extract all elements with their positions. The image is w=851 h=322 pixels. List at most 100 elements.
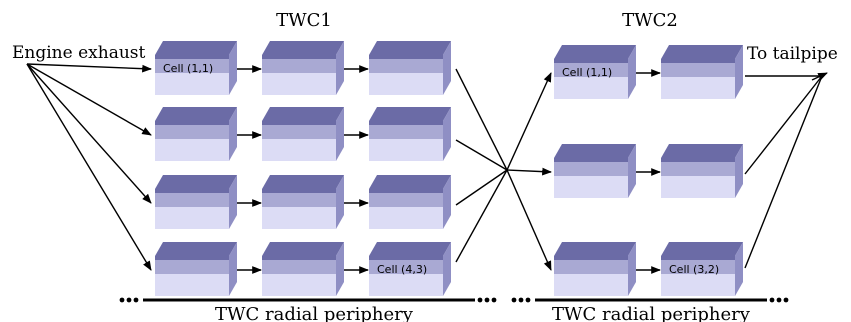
cell-front-edge bbox=[661, 158, 735, 162]
cell-top-face bbox=[554, 242, 636, 256]
to-tailpipe-label: To tailpipe bbox=[747, 44, 838, 64]
twc1-periphery-dot bbox=[477, 297, 483, 303]
cell-top-face bbox=[369, 107, 451, 121]
twc1-periphery-dot bbox=[119, 297, 125, 303]
twc2-periphery-dot bbox=[511, 297, 517, 303]
cell-side-face bbox=[336, 242, 344, 296]
twc2-cell-r3-c2: Cell (3,2) bbox=[661, 242, 743, 296]
cell-front-lower bbox=[369, 139, 443, 161]
twc1-periphery-dot bbox=[126, 297, 132, 303]
cell-front-edge bbox=[554, 59, 628, 63]
cell-front-edge bbox=[155, 55, 229, 59]
cell-front-edge bbox=[155, 189, 229, 193]
cell-front-upper bbox=[262, 189, 336, 207]
cell-label: Cell (3,2) bbox=[669, 263, 719, 276]
cell-front-upper bbox=[155, 256, 229, 274]
twc1-periphery-label: TWC radial periphery bbox=[215, 304, 414, 322]
engine-exhaust-label: Engine exhaust bbox=[12, 43, 145, 63]
twc1-cell-r4-c2 bbox=[262, 242, 344, 296]
twc1-merge-line-row4 bbox=[455, 169, 508, 263]
cell-top-face bbox=[661, 242, 743, 256]
twc2-periphery: TWC radial periphery bbox=[511, 297, 789, 322]
cell-front-upper bbox=[155, 55, 229, 73]
cell-top-face bbox=[262, 242, 344, 256]
cell-top-face bbox=[661, 144, 743, 158]
cell-front-edge bbox=[155, 256, 229, 260]
cell-side-face bbox=[229, 41, 237, 95]
inlet-arrow-row3 bbox=[26, 63, 152, 204]
cell-front-upper bbox=[554, 256, 628, 274]
cell-top-face bbox=[155, 107, 237, 121]
cell-front-lower bbox=[262, 139, 336, 161]
cell-grid: Cell (1,1) Cell (4,3) Cell (1,1) Cell (3,2) bbox=[155, 41, 743, 296]
cell-front-edge bbox=[369, 189, 443, 193]
cell-front-upper bbox=[262, 256, 336, 274]
twc1-cell-r2-c1 bbox=[155, 107, 237, 161]
twc1-cell-r4-c3: Cell (4,3) bbox=[369, 242, 451, 296]
cell-front-lower bbox=[155, 274, 229, 296]
inlet-arrow-row4 bbox=[26, 63, 152, 271]
cell-top-face bbox=[262, 107, 344, 121]
cell-front-edge bbox=[369, 55, 443, 59]
cell-top-face bbox=[369, 41, 451, 55]
cell-front-upper bbox=[369, 189, 443, 207]
cell-front-lower bbox=[554, 274, 628, 296]
inlet-arrow-row2 bbox=[26, 63, 152, 136]
cell-front-edge bbox=[369, 121, 443, 125]
cell-front-upper bbox=[369, 256, 443, 274]
cell-front-upper bbox=[661, 158, 735, 176]
twc1-cell-r1-c1: Cell (1,1) bbox=[155, 41, 237, 95]
cell-front-edge bbox=[262, 189, 336, 193]
cell-side-face bbox=[443, 175, 451, 229]
cell-top-face bbox=[155, 242, 237, 256]
cell-front-lower bbox=[262, 274, 336, 296]
twc2-periphery-dot bbox=[776, 297, 782, 303]
cell-side-face bbox=[628, 144, 636, 198]
cell-side-face bbox=[443, 41, 451, 95]
cell-front-edge bbox=[262, 121, 336, 125]
cell-front-upper bbox=[554, 158, 628, 176]
twc1-periphery-dot bbox=[491, 297, 497, 303]
cell-front-edge bbox=[155, 121, 229, 125]
cell-side-face bbox=[443, 242, 451, 296]
cell-front-edge bbox=[554, 256, 628, 260]
cell-front-upper bbox=[369, 55, 443, 73]
cell-side-face bbox=[443, 107, 451, 161]
cell-side-face bbox=[735, 242, 743, 296]
cell-label: Cell (1,1) bbox=[562, 66, 612, 79]
twc1-cell-r1-c3 bbox=[369, 41, 451, 95]
twc1-cell-r4-c1 bbox=[155, 242, 237, 296]
cell-top-face bbox=[369, 175, 451, 189]
cell-side-face bbox=[735, 144, 743, 198]
twc1-cell-r3-c2 bbox=[262, 175, 344, 229]
twc2-periphery-dot bbox=[525, 297, 531, 303]
cell-top-face bbox=[262, 41, 344, 55]
cell-side-face bbox=[336, 41, 344, 95]
cell-front-edge bbox=[661, 59, 735, 63]
twc2-cell-r1-c2 bbox=[661, 45, 743, 99]
twc1-cell-r2-c2 bbox=[262, 107, 344, 161]
cell-front-upper bbox=[262, 121, 336, 139]
cell-front-lower bbox=[155, 139, 229, 161]
cell-front-upper bbox=[155, 121, 229, 139]
cell-front-upper bbox=[554, 59, 628, 77]
twc1-periphery: TWC radial periphery bbox=[119, 297, 497, 322]
cell-front-upper bbox=[155, 189, 229, 207]
twc1-periphery-dot bbox=[484, 297, 490, 303]
twc2-periphery-label: TWC radial periphery bbox=[552, 304, 751, 322]
twc2-periphery-dot bbox=[783, 297, 789, 303]
twc1-cell-r3-c1 bbox=[155, 175, 237, 229]
cell-top-face bbox=[661, 45, 743, 59]
twc2-outlet-line-row3 bbox=[744, 75, 823, 269]
cell-front-edge bbox=[554, 158, 628, 162]
cell-front-lower bbox=[369, 207, 443, 229]
twc1-cell-r3-c3 bbox=[369, 175, 451, 229]
cell-top-face bbox=[262, 175, 344, 189]
cell-front-upper bbox=[661, 59, 735, 77]
twc2-periphery-dot bbox=[518, 297, 524, 303]
cell-front-lower bbox=[661, 176, 735, 198]
cell-side-face bbox=[628, 242, 636, 296]
twc2-cell-r3-c1 bbox=[554, 242, 636, 296]
flow-connectors bbox=[26, 63, 828, 274]
